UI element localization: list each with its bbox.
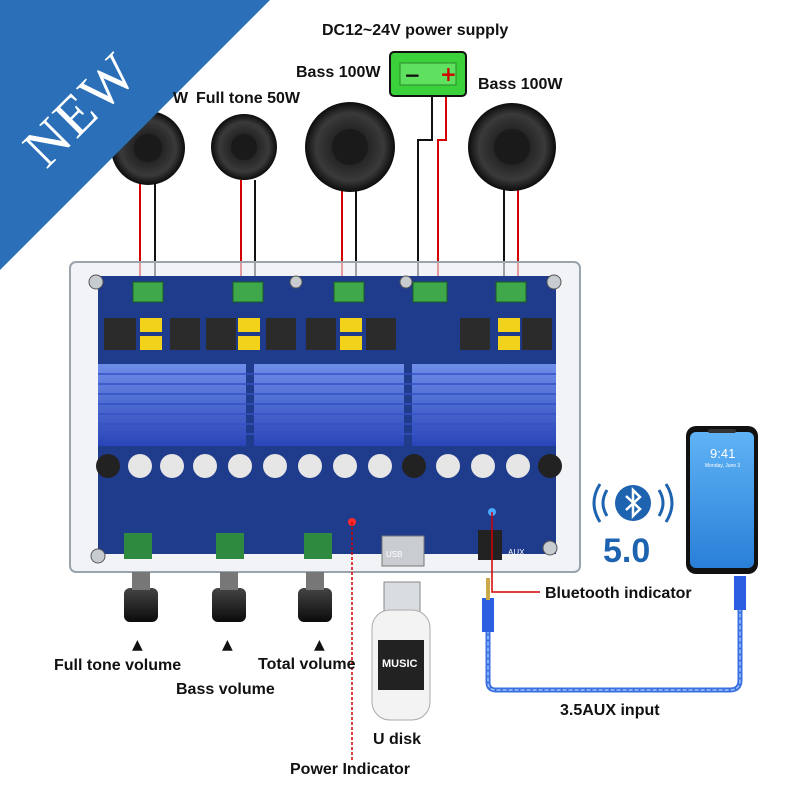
udisk-music-label: MUSIC <box>382 658 418 670</box>
bass-arrow-icon: ▲ <box>222 637 233 653</box>
bluetooth-indicator-label: Bluetooth indicator <box>545 585 692 602</box>
aux-input-label: 3.5AUX input <box>560 702 660 719</box>
usb-silkscreen: USB <box>386 550 403 559</box>
total-arrow-icon: ▲ <box>314 637 325 653</box>
bass-right-speaker-label: Bass 100W <box>478 76 563 93</box>
speaker-bass-left <box>305 102 395 192</box>
power-supply-box <box>389 51 467 97</box>
yellow-capacitors <box>140 318 520 350</box>
usb-drive <box>371 581 431 721</box>
potentiometers <box>124 533 332 559</box>
power-plus-sign: + <box>440 62 457 86</box>
usb-port <box>381 535 425 567</box>
power-supply-label: DC12~24V power supply <box>322 22 509 39</box>
speaker-full-tone-right <box>211 114 277 180</box>
aux-port <box>478 530 502 560</box>
speaker-full-tone-left <box>111 111 185 185</box>
total-volume-label: Total volume <box>258 656 356 673</box>
bass-volume-label: Bass volume <box>176 681 275 698</box>
power-indicator-label: Power Indicator <box>290 761 411 778</box>
u-disk-label: U disk <box>373 731 422 748</box>
full-tone-volume-label: Full tone volume <box>54 657 182 674</box>
aux-silkscreen: AUX <box>508 548 525 557</box>
full-tone-arrow-icon: ▲ <box>132 637 143 653</box>
smartphone <box>686 426 758 574</box>
full-tone-speaker-label: Full tone 50W <box>196 90 300 107</box>
bluetooth-version: 5.0 <box>603 532 651 570</box>
case-screws <box>88 274 562 564</box>
phone-date: Monday, June 3 <box>705 463 741 469</box>
heatsinks <box>98 364 556 446</box>
partial-speaker-label: W <box>173 90 189 107</box>
inductors <box>104 318 552 350</box>
phone-time: 9:41 <box>710 446 736 461</box>
bass-left-speaker-label: Bass 100W <box>296 64 381 81</box>
bluetooth-icon <box>592 483 674 523</box>
electrolytic-capacitors <box>96 454 562 478</box>
screw-terminals <box>132 281 527 303</box>
aux-cable <box>482 576 746 693</box>
indicator-lines <box>351 512 540 760</box>
power-minus-sign: − <box>404 63 421 87</box>
volume-knobs <box>124 572 332 622</box>
speaker-bass-right <box>468 103 556 191</box>
